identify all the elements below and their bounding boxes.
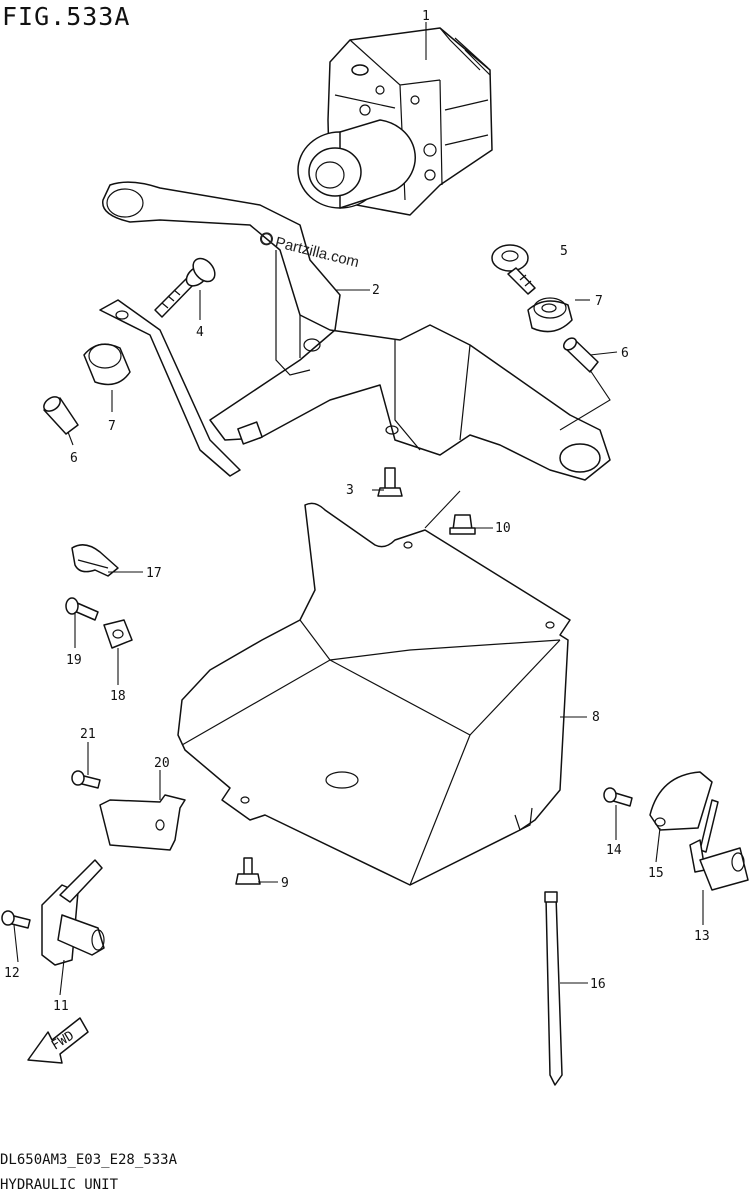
callout-9: 9 [281,876,289,891]
nut-part-10[interactable] [449,514,476,535]
collar-part-6-left[interactable] [41,394,79,435]
figure-name: HYDRAULIC UNIT [0,1177,119,1193]
tray-part-8[interactable] [177,502,571,886]
callout-14: 14 [606,843,622,858]
callout-12: 12 [4,966,20,981]
bolt-part-9[interactable] [235,857,261,885]
callout-18: 18 [110,689,126,704]
sensor-part-13[interactable] [689,799,749,891]
fwd-arrow-icon: FWD [27,1017,89,1064]
callout-1: 1 [422,9,430,24]
watermark-logo-icon [258,230,275,247]
callout-6-left: 6 [70,451,78,466]
callout-2: 2 [372,283,380,298]
callout-15: 15 [648,866,664,881]
callout-3: 3 [346,483,354,498]
callout-17: 17 [146,566,162,581]
callout-6-right: 6 [621,346,629,361]
collar-part-6-right[interactable] [561,336,599,373]
bolt-part-3[interactable] [377,467,403,497]
grommet-part-7-left[interactable] [83,343,131,386]
callout-7-right: 7 [595,294,603,309]
callout-13: 13 [694,929,710,944]
callout-21: 21 [80,727,96,742]
sensor-part-11[interactable] [41,859,105,966]
callout-20: 20 [154,756,170,771]
bolt-part-5[interactable] [491,244,536,295]
cable-tie-part-16[interactable] [544,891,563,1086]
bolt-part-4[interactable] [154,254,219,318]
callout-5: 5 [560,244,568,259]
bolt-part-21[interactable] [71,770,101,789]
figure-code: DL650AM3_E03_E28_533A [0,1152,178,1168]
hydraulic-unit-part-1[interactable] [297,27,493,216]
figure-title: FIG.533A [2,2,131,31]
bracket-part-15[interactable] [649,771,713,831]
callout-16: 16 [590,977,606,992]
callout-19: 19 [66,653,82,668]
bracket-part-2[interactable] [99,181,611,481]
callout-11: 11 [53,999,69,1014]
callout-10: 10 [495,521,511,536]
leader-lines [13,22,704,996]
clip-part-17[interactable] [71,544,119,577]
bolt-part-12[interactable] [1,910,31,929]
bracket-part-20[interactable] [99,794,186,851]
callout-7-left: 7 [108,419,116,434]
nut-part-18[interactable] [103,619,133,649]
bolt-part-14[interactable] [603,787,633,807]
callout-8: 8 [592,710,600,725]
grommet-part-7-right[interactable] [527,297,573,333]
bolt-part-19[interactable] [65,597,99,621]
callout-4: 4 [196,325,204,340]
callout-labels: 1 2 3 4 5 6 6 7 7 8 9 10 11 12 13 14 15 … [4,9,710,1014]
